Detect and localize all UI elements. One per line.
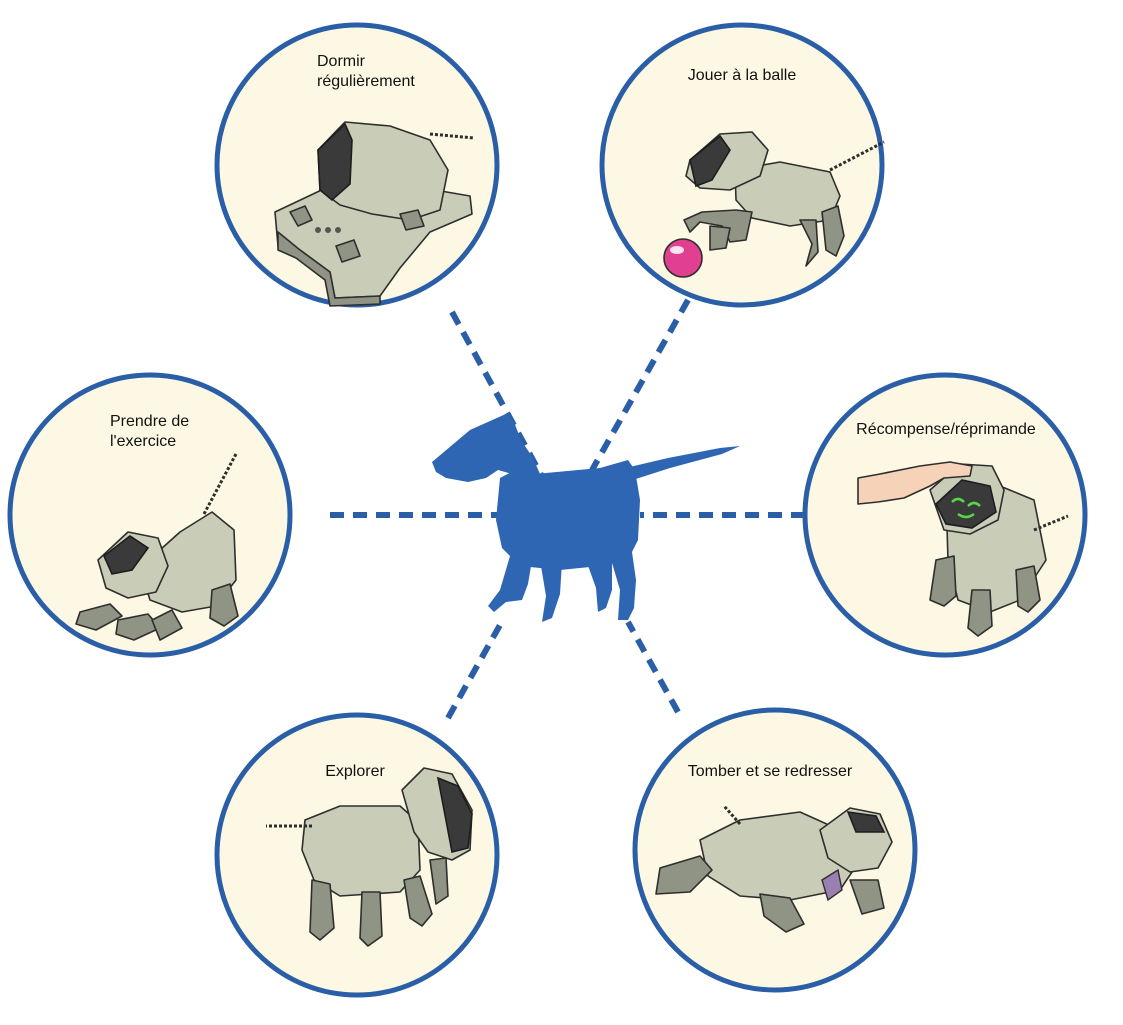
node-label-exercise: Prendre de l'exercice: [110, 412, 189, 452]
node-label-explore: Explorer: [325, 762, 385, 782]
ball-icon: [664, 239, 702, 277]
node-label-sleep: Dormir régulièrement: [317, 52, 415, 92]
connector-explore: [448, 625, 500, 718]
connector-ball: [592, 300, 688, 470]
connector-fall: [628, 622, 678, 712]
node-label-fall: Tomber et se redresser: [688, 762, 853, 782]
node-label-reward: Récompense/réprimande: [856, 420, 1036, 440]
node-label-ball: Jouer à la balle: [688, 66, 797, 86]
